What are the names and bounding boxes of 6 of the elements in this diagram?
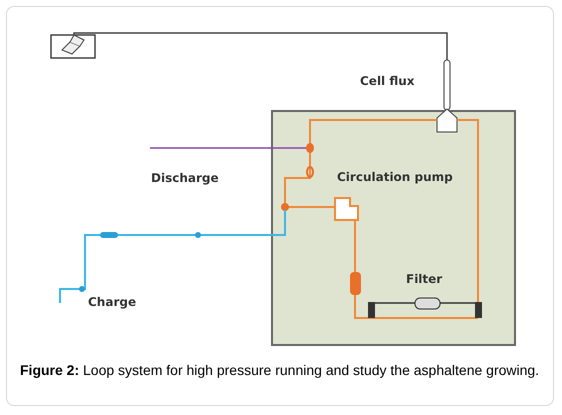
part-label: Cell flux — [360, 74, 415, 88]
part-label: Circulation pump — [337, 170, 453, 184]
part-label: Discharge — [151, 171, 219, 185]
part-label: Charge — [88, 295, 136, 309]
figure-caption: Figure 2: Loop system for high pressure running and study the asphaltene growing. — [20, 362, 540, 379]
part-label: Filter — [406, 272, 442, 286]
